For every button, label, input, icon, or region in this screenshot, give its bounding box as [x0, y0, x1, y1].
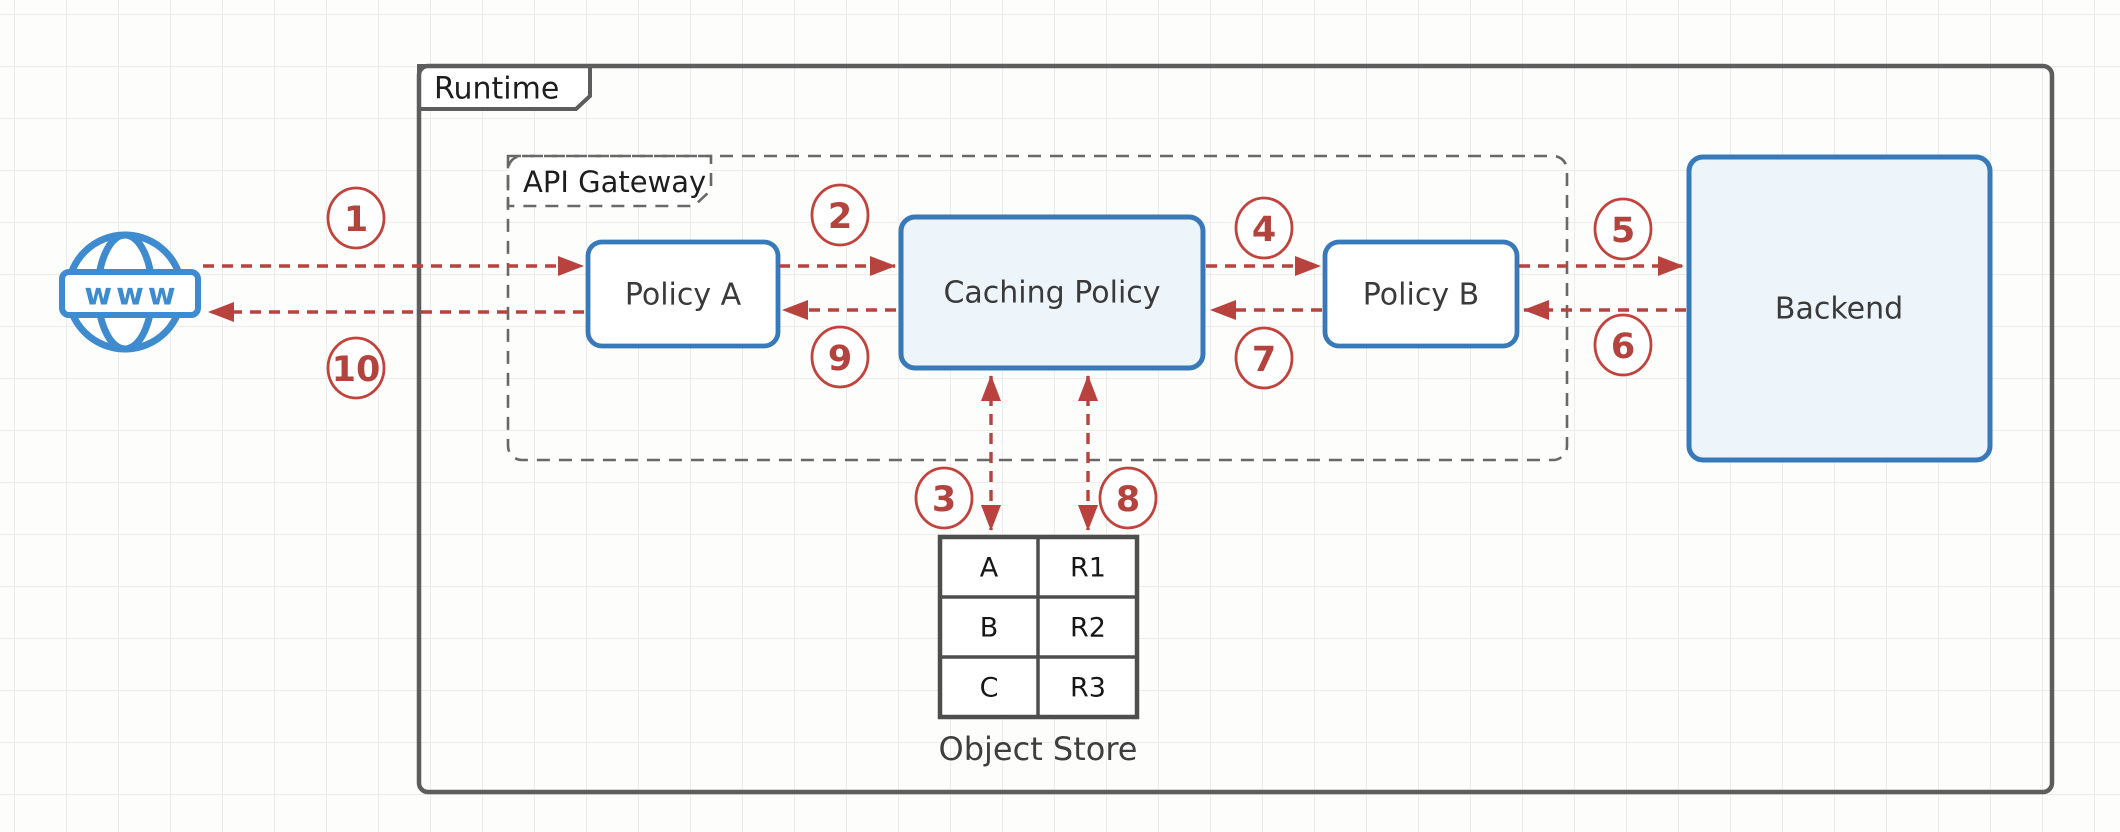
step-badge-9-circle [810, 325, 870, 389]
www-label: www [84, 278, 179, 313]
www-banner [59, 269, 201, 318]
step-badge-7-circle [1234, 326, 1294, 390]
node-caching-policy: Caching Policy [898, 214, 1206, 371]
globe-www-icon: www [59, 231, 201, 353]
caching-policy-box [898, 214, 1206, 371]
runtime-border [416, 63, 2055, 795]
step-number-9: 9 [828, 339, 852, 379]
step-badge-4: 4 [1234, 196, 1294, 260]
step-number-8: 8 [1116, 480, 1140, 520]
step-badge-8-circle [1098, 466, 1158, 530]
backend-box [1686, 154, 1993, 463]
step-badge-1-circle [326, 186, 386, 250]
step-number-5: 5 [1611, 211, 1635, 251]
step-badge-5: 5 [1593, 197, 1653, 261]
step-number-2: 2 [828, 197, 852, 237]
policy-b-box [1322, 239, 1520, 349]
step-number-7: 7 [1252, 340, 1276, 380]
step-badge-2: 2 [810, 183, 870, 247]
api-gateway-border [506, 154, 1569, 462]
step-badge-4-circle [1234, 196, 1294, 260]
step-number-10: 10 [332, 350, 381, 390]
step-number-4: 4 [1252, 210, 1276, 250]
caching-policy-label: Caching Policy [943, 276, 1160, 311]
node-policy-a: Policy A [585, 239, 781, 349]
object-store-cell: A [980, 553, 999, 584]
step-badge-7: 7 [1234, 326, 1294, 390]
step-badge-9: 9 [810, 325, 870, 389]
step-badge-3-circle [914, 466, 974, 530]
step-badge-8: 8 [1098, 466, 1158, 530]
runtime-container: Runtime [416, 63, 2055, 795]
step-number-6: 6 [1611, 327, 1635, 367]
policy-a-label: Policy A [625, 278, 742, 313]
step-badge-10-circle [326, 336, 386, 400]
step-number-3: 3 [932, 480, 956, 520]
step-badge-2-circle [810, 183, 870, 247]
step-badge-5-circle [1593, 197, 1653, 261]
api-gateway-container: API Gateway [506, 154, 1569, 462]
object-store-cell: R2 [1070, 613, 1106, 644]
backend-label: Backend [1775, 292, 1903, 327]
step-badge-6-circle [1593, 313, 1653, 377]
step-badge-10: 10 [326, 336, 386, 400]
policy-b-label: Policy B [1363, 278, 1479, 313]
object-store-cell: R1 [1070, 553, 1106, 584]
node-policy-b: Policy B [1322, 239, 1520, 349]
object-store: A R1 B R2 C R3 Object Store [937, 534, 1140, 768]
step-badge-6: 6 [1593, 313, 1653, 377]
runtime-label: Runtime [434, 72, 559, 107]
node-backend: Backend [1686, 154, 1993, 463]
object-store-label: Object Store [939, 730, 1138, 768]
step-badge-1: 1 [326, 186, 386, 250]
object-store-cell: R3 [1070, 673, 1106, 704]
step-number-1: 1 [344, 200, 368, 240]
step-badge-3: 3 [914, 466, 974, 530]
object-store-cell: C [980, 673, 999, 704]
api-gateway-label: API Gateway [523, 165, 706, 199]
step-badges: 1 2 3 4 5 6 7 8 [326, 183, 1653, 530]
object-store-cell: B [980, 613, 999, 644]
policy-a-box [585, 239, 781, 349]
api-gateway-tab [506, 154, 713, 208]
